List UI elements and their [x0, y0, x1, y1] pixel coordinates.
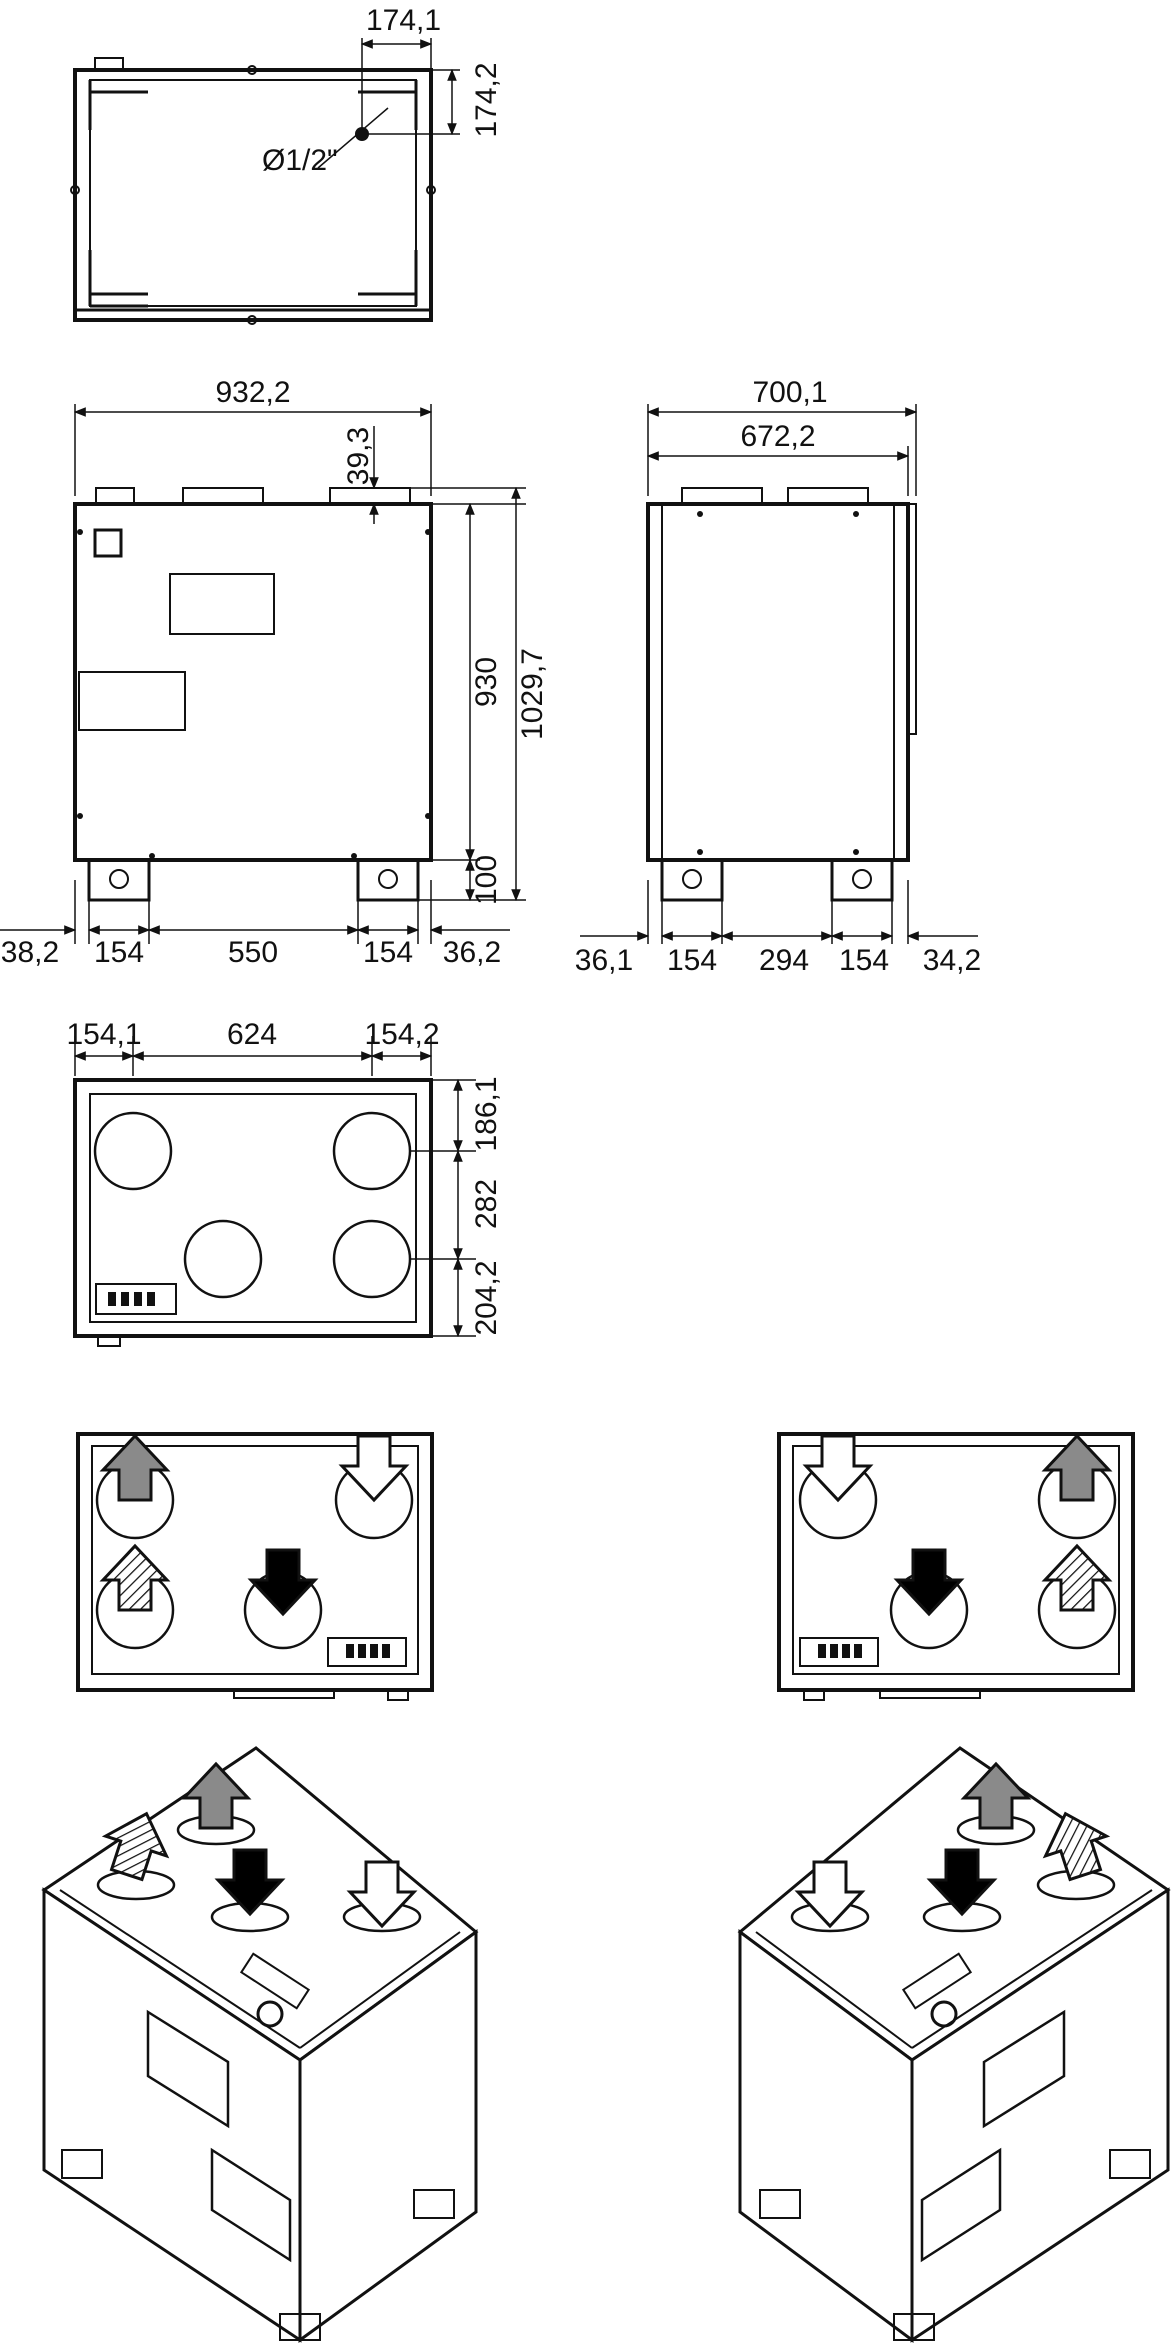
access-panel [169, 573, 275, 635]
duct-connection [332, 1219, 412, 1299]
dim-top-height: 174,2 [470, 62, 503, 137]
pipe-diameter-label: Ø1/2" [262, 144, 338, 177]
arrow-up-hatched-icon [1043, 1544, 1111, 1612]
dim-front-left-offset: 38,2 [1, 936, 59, 969]
dim-total-height: 1029,7 [516, 648, 549, 740]
duct-connection [332, 1111, 412, 1191]
dim-side-foot-left: 154 [667, 944, 717, 977]
dim-plan-right: 154,2 [364, 1018, 439, 1051]
front-view: 932,2 39,3 930 100 1029,7 38,2 154 550 1… [0, 376, 549, 969]
access-panel [78, 671, 186, 731]
pipe-connection [355, 127, 369, 141]
dim-front-foot-left: 154 [94, 936, 144, 969]
dim-side-inner: 672,2 [740, 420, 815, 453]
isometric-view-left [41, 1746, 479, 2343]
isometric-view-right [737, 1746, 1171, 2343]
dim-side-right-offset: 34,2 [923, 944, 981, 977]
dim-front-right-offset: 36,2 [443, 936, 501, 969]
duct-connection [93, 1111, 173, 1191]
arrow-down-black-icon [249, 1548, 317, 1616]
terminal-block [327, 1637, 407, 1667]
top-view: 174,1 174,2 Ø1/2" [70, 4, 503, 325]
side-view: 700,1 672,2 36,1 154 294 154 34,2 [575, 376, 981, 977]
dim-front-width: 932,2 [215, 376, 290, 409]
dim-side-foot-right: 154 [839, 944, 889, 977]
dim-front-foot-right: 154 [363, 936, 413, 969]
dim-plan-center: 624 [227, 1018, 277, 1051]
dim-plan-top: 186,1 [470, 1076, 503, 1151]
terminal-block [95, 1283, 177, 1315]
airflow-view-right [777, 1432, 1135, 1701]
dim-plan-left: 154,1 [66, 1018, 141, 1051]
terminal-block [799, 1637, 879, 1667]
duct-connection [183, 1219, 263, 1299]
dim-front-gap: 550 [228, 936, 278, 969]
arrow-up-hatched-icon [101, 1544, 169, 1612]
arrow-down-black-icon [895, 1548, 963, 1616]
airflow-view-left [76, 1432, 434, 1701]
dim-side-outer: 700,1 [752, 376, 827, 409]
dim-plan-bottom: 204,2 [470, 1260, 503, 1335]
dim-side-left-offset: 36,1 [575, 944, 633, 977]
dim-spigot: 39,3 [342, 427, 375, 485]
dim-side-gap: 294 [759, 944, 809, 977]
dim-body-height: 930 [470, 657, 503, 707]
plan-view: 154,1 624 154,2 186,1 282 204,2 [66, 1018, 503, 1347]
dim-foot-height: 100 [470, 855, 503, 905]
dim-plan-mid: 282 [470, 1179, 503, 1229]
dim-top-width: 174,1 [366, 4, 441, 37]
